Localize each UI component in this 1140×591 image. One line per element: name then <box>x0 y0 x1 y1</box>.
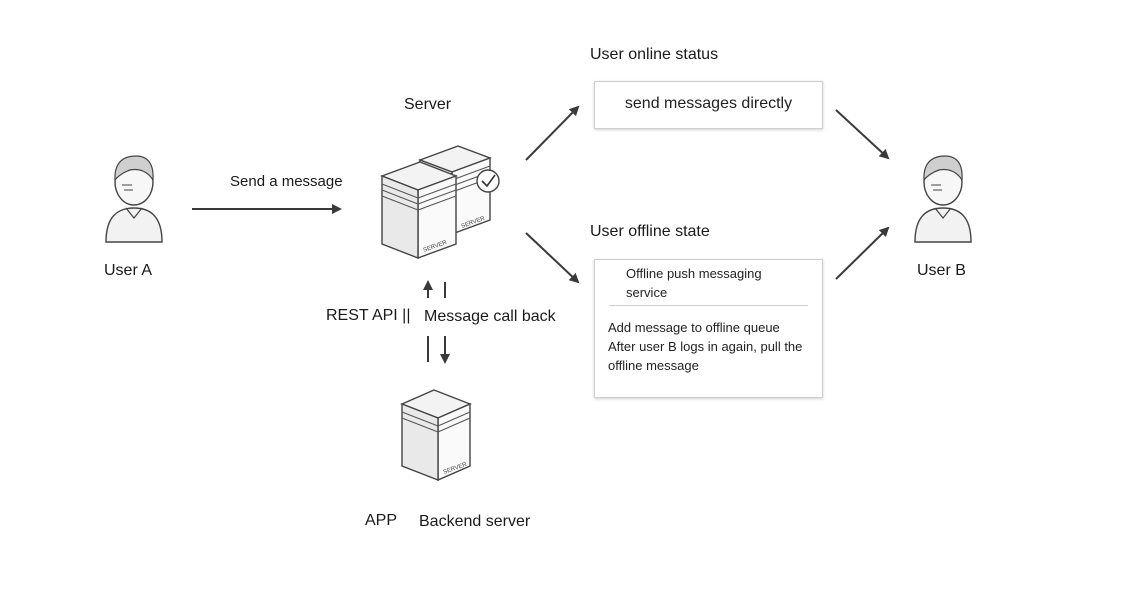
offline-queue-line: Add message to offline queue <box>608 320 780 335</box>
rest-api-label: REST API || <box>326 307 411 324</box>
user-b-icon <box>914 155 972 243</box>
offline-pull-line: After user B logs in again, pull the off… <box>608 339 803 373</box>
user-b-label: User B <box>917 262 966 279</box>
send-directly-box: send messages directly <box>594 81 823 129</box>
user-a-label: User A <box>104 262 153 279</box>
send-message-label: Send a message <box>230 173 343 190</box>
offline-arrow-in <box>525 232 580 284</box>
backend-server-icon: SERVER <box>400 389 472 482</box>
offline-state-heading: User offline state <box>590 223 710 240</box>
app-label: APP <box>365 512 398 529</box>
message-callback-label: Message call back <box>424 308 556 325</box>
offline-push-title: Offline push messaging service <box>626 266 762 300</box>
send-directly-text: send messages directly <box>624 95 793 112</box>
offline-push-body: Add message to offline queue After user … <box>608 318 813 375</box>
online-arrow-in <box>525 105 580 161</box>
user-a-icon <box>105 155 163 243</box>
offline-push-box: Offline push messaging service Add messa… <box>594 259 823 398</box>
offline-box-divider <box>609 305 808 306</box>
backend-server-label: Backend server <box>419 513 531 530</box>
offline-arrow-out <box>835 226 890 280</box>
online-status-heading: User online status <box>590 46 719 63</box>
server-icon: SERVER SERVER <box>380 145 500 260</box>
online-arrow-out <box>835 109 890 160</box>
server-label: Server <box>404 96 452 113</box>
